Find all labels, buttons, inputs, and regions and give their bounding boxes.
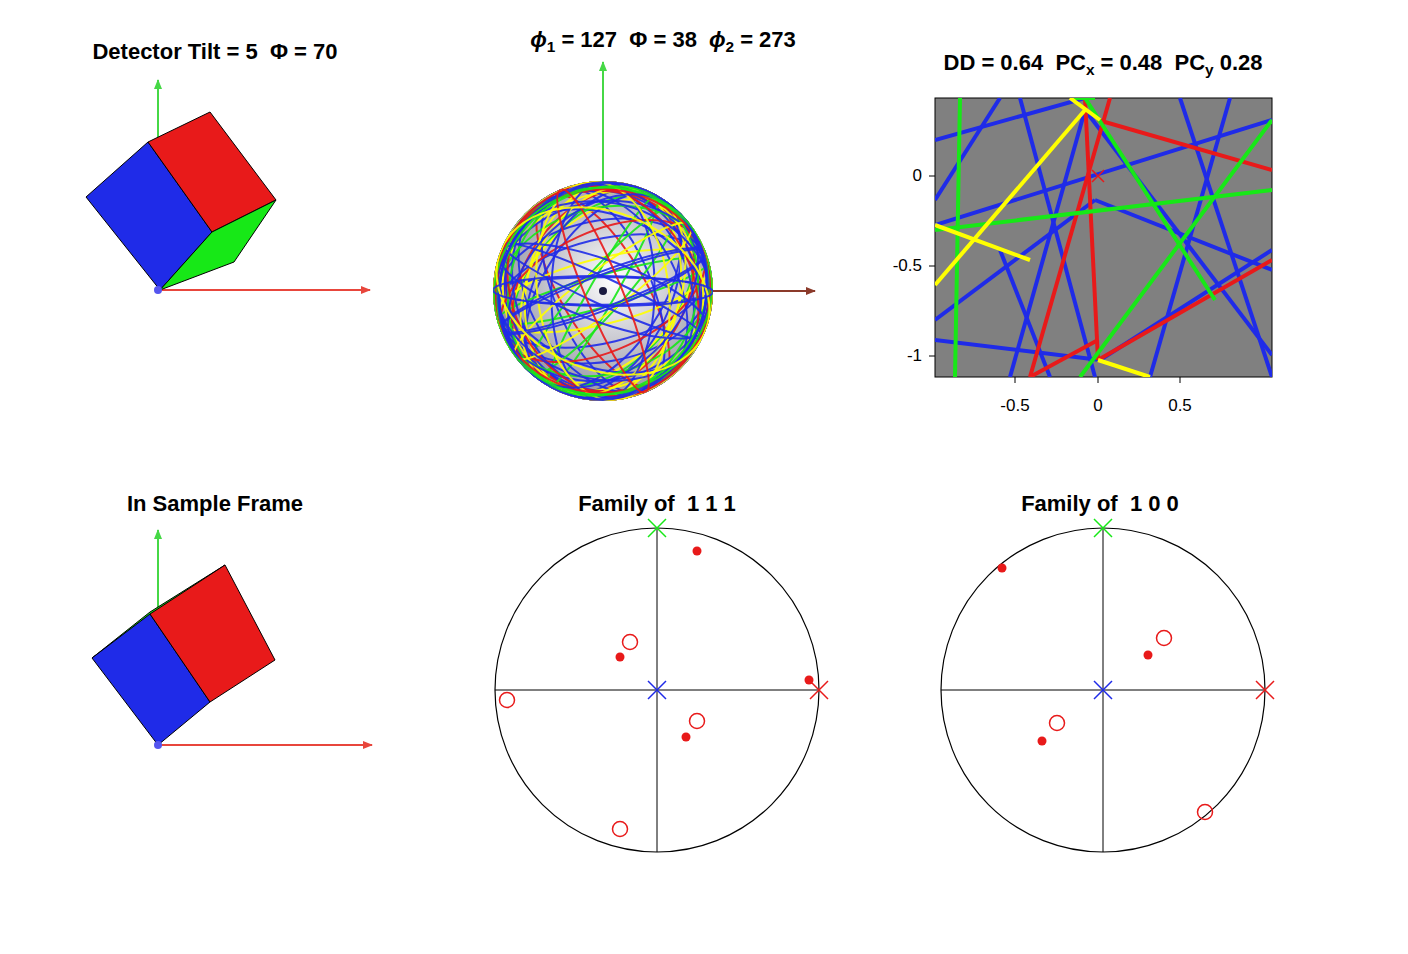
kikuchi-band xyxy=(1070,98,1100,120)
label-text: -1 xyxy=(907,346,922,365)
kikuchi-band xyxy=(1010,110,1085,377)
label-text: = 127 Φ = 38 xyxy=(561,27,697,52)
kikuchi-band xyxy=(1098,360,1150,377)
label-text: 0 xyxy=(1093,396,1102,415)
sample-cube xyxy=(92,530,372,749)
subscript: 2 xyxy=(726,38,735,55)
label-text: DD = 0.64 PC xyxy=(944,50,1086,75)
pole-figure xyxy=(941,519,1274,852)
kikuchi-sphere xyxy=(450,62,815,444)
label-text: 0 xyxy=(913,166,922,185)
label-text: 0.5 xyxy=(1168,396,1192,415)
kikuchi-band xyxy=(1085,110,1272,355)
label-text: = 0.48 PC xyxy=(1101,50,1206,75)
label-text: = 273 xyxy=(740,27,796,52)
label-text: -0.5 xyxy=(893,256,922,275)
label-text: Detector Tilt = 5 Φ = 70 xyxy=(92,39,337,64)
label-text: -0.5 xyxy=(1000,396,1029,415)
subscript: 1 xyxy=(547,38,556,55)
kikuchi-band xyxy=(1085,98,1215,300)
pole-figure xyxy=(495,519,828,852)
label-text: In Sample Frame xyxy=(127,491,303,516)
subscript: x xyxy=(1086,61,1095,78)
tick-label: -1 xyxy=(907,347,922,366)
kikuchi-band xyxy=(1098,120,1272,170)
kikuchi-band xyxy=(1030,98,1110,377)
subscript: y xyxy=(1205,61,1214,78)
label-text: ϕ xyxy=(709,27,726,52)
kikuchi-pattern xyxy=(929,98,1272,383)
label-text: ϕ xyxy=(530,27,547,52)
kikuchi-band xyxy=(1085,98,1098,360)
panel-title: Family of 1 0 0 xyxy=(1021,492,1179,516)
kikuchi-band xyxy=(1080,120,1272,377)
tick-label: -0.5 xyxy=(1000,397,1029,416)
pattern-center-title: DD = 0.64 PCx = 0.48 PCy 0.28 xyxy=(944,51,1263,79)
tick-label: 0 xyxy=(913,167,922,186)
kikuchi-band xyxy=(935,110,1085,285)
kikuchi-band xyxy=(935,225,1030,260)
tick-label: 0 xyxy=(1093,397,1102,416)
tick-label: 0.5 xyxy=(1168,397,1192,416)
kikuchi-band xyxy=(935,98,1000,200)
panel-title: In Sample Frame xyxy=(127,492,303,516)
label-text: 0.28 xyxy=(1220,50,1263,75)
label-text: Family of 1 1 1 xyxy=(578,491,736,516)
kikuchi-band xyxy=(1000,250,1050,377)
panel-title: Family of 1 1 1 xyxy=(578,492,736,516)
tick-label: -0.5 xyxy=(893,257,922,276)
panel-title: Detector Tilt = 5 Φ = 70 xyxy=(92,40,337,64)
euler-angles-title: ϕ1= 127 Φ = 38ϕ2= 273 xyxy=(530,28,796,56)
kikuchi-band xyxy=(935,340,1100,360)
kikuchi-band xyxy=(1098,260,1272,360)
detector-cube xyxy=(86,80,370,294)
kikuchi-band xyxy=(955,98,960,377)
pole-figures xyxy=(495,519,1274,852)
label-text: Family of 1 0 0 xyxy=(1021,491,1179,516)
